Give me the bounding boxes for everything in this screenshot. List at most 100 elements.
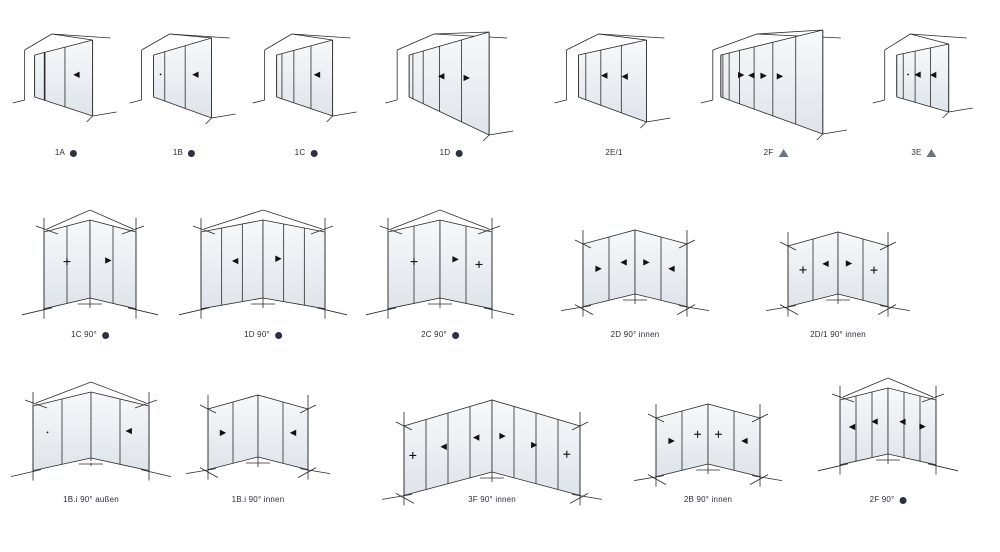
glass-panel bbox=[276, 40, 333, 116]
frame-line bbox=[756, 29, 823, 35]
frame-line bbox=[439, 297, 493, 310]
arrow-left-icon bbox=[914, 71, 921, 78]
configuration-caption: 2E/1 bbox=[605, 148, 622, 158]
frame-line bbox=[121, 225, 145, 235]
frame-line bbox=[89, 297, 137, 310]
arrow-left-icon bbox=[289, 429, 297, 437]
frame-line bbox=[817, 463, 849, 472]
frame-line bbox=[35, 225, 59, 235]
frame-line bbox=[483, 307, 515, 316]
frame-line bbox=[257, 394, 309, 410]
frame-line bbox=[491, 471, 581, 496]
frame-line bbox=[127, 307, 159, 316]
configuration-caption: 1C 90° bbox=[71, 330, 109, 340]
frame-line bbox=[199, 404, 217, 414]
configuration-drawing bbox=[185, 394, 331, 480]
circle-icon bbox=[899, 496, 907, 504]
frame-line bbox=[169, 33, 212, 39]
frame-line bbox=[837, 293, 889, 307]
circle-icon bbox=[455, 149, 463, 157]
circle-icon bbox=[451, 331, 459, 339]
configuration-caption: 2C 90° bbox=[421, 330, 459, 340]
frame-line bbox=[678, 305, 710, 311]
frame-line bbox=[700, 99, 713, 104]
frame-line bbox=[720, 96, 823, 135]
frame-line bbox=[34, 39, 93, 56]
configuration-caption: 3F 90° innen bbox=[468, 495, 516, 505]
arrow-right-icon bbox=[760, 72, 767, 79]
frame-line bbox=[10, 469, 42, 477]
arrow-right-icon bbox=[595, 265, 602, 272]
frame-line bbox=[787, 293, 839, 307]
glass-panel bbox=[896, 44, 949, 112]
frame-line bbox=[942, 111, 950, 119]
configuration-drawing bbox=[872, 33, 973, 119]
arrow-right-icon bbox=[776, 73, 784, 80]
frame-line bbox=[779, 304, 799, 315]
frame-line bbox=[395, 493, 415, 504]
triangle-icon bbox=[778, 149, 789, 157]
configuration-caption: 2F bbox=[764, 148, 789, 158]
arrow-right-icon bbox=[463, 74, 470, 82]
frame-line bbox=[948, 107, 973, 113]
configuration-code: 1D 90° bbox=[244, 330, 270, 339]
configuration-caption: 2F 90° bbox=[870, 495, 907, 505]
arrow-right-icon bbox=[738, 71, 745, 79]
configuration-drawing bbox=[817, 377, 959, 475]
frame-line bbox=[24, 33, 53, 51]
frame-line bbox=[141, 33, 170, 51]
configuration-caption: 2D 90° innen bbox=[611, 330, 660, 340]
frame-line bbox=[765, 305, 797, 311]
frame-line bbox=[403, 471, 493, 496]
configuration-drawing bbox=[21, 209, 159, 319]
frame-line bbox=[569, 493, 589, 504]
frame-line bbox=[751, 413, 769, 423]
frame-line bbox=[720, 29, 823, 56]
frame-line bbox=[491, 399, 581, 427]
frame-line bbox=[887, 387, 937, 401]
frame-line bbox=[264, 33, 293, 51]
frame-line bbox=[140, 469, 172, 477]
frame-line bbox=[185, 468, 217, 474]
frame-line bbox=[192, 225, 216, 235]
frame-line bbox=[634, 293, 688, 307]
arrow-left-icon bbox=[472, 434, 480, 441]
frame-line bbox=[365, 307, 397, 316]
frame-line bbox=[134, 399, 158, 409]
frame-line bbox=[655, 463, 709, 477]
configuration-drawing bbox=[381, 399, 603, 506]
arrow-left-icon bbox=[231, 257, 239, 265]
configuration-code: 1C bbox=[294, 148, 306, 157]
frame-line bbox=[707, 403, 761, 419]
frame-line bbox=[43, 297, 91, 310]
glass-panel bbox=[409, 32, 490, 135]
arrow-left-icon bbox=[741, 437, 748, 445]
frame-line bbox=[291, 33, 351, 39]
glass-panel bbox=[201, 220, 263, 309]
frame-line bbox=[921, 393, 945, 403]
arrow-left-icon bbox=[748, 72, 755, 79]
arrow-right-icon bbox=[275, 255, 282, 262]
configuration-code: 1D bbox=[439, 148, 451, 157]
frame-line bbox=[92, 111, 117, 117]
triangle-icon bbox=[926, 149, 937, 157]
configuration-code: 1B.i 90° außen bbox=[63, 495, 119, 504]
frame-line bbox=[571, 421, 589, 431]
configuration-code: 3F 90° innen bbox=[468, 495, 516, 504]
frame-line bbox=[403, 399, 493, 427]
configuration-code: 2F 90° bbox=[869, 495, 895, 504]
frame-line bbox=[640, 121, 647, 129]
circle-icon bbox=[101, 331, 109, 339]
configuration-drawing bbox=[129, 33, 236, 125]
glass-panel bbox=[578, 40, 647, 122]
frame-line bbox=[433, 31, 490, 35]
configuration-caption: 1A bbox=[55, 148, 78, 158]
configuration-code: 2E/1 bbox=[605, 148, 623, 157]
configuration-code: 1C 90° bbox=[71, 330, 97, 339]
frame-line bbox=[316, 307, 348, 316]
frame-line bbox=[554, 99, 567, 104]
configuration-drawing bbox=[252, 33, 357, 123]
arrow-left-icon bbox=[440, 443, 447, 450]
configuration-drawing bbox=[385, 31, 514, 142]
frame-line bbox=[578, 96, 647, 123]
